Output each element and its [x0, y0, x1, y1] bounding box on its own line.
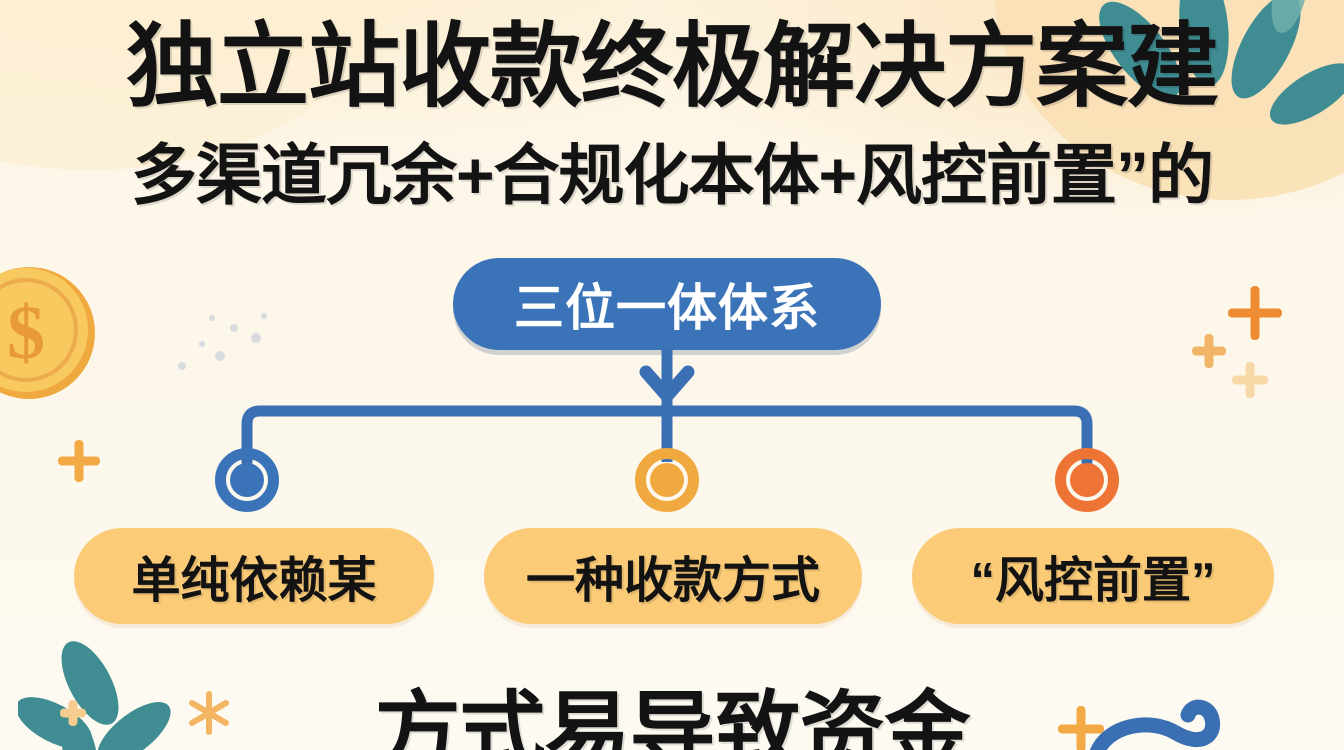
blue-accent-shape-icon: [1088, 681, 1248, 750]
page-title-line-2: 多渠道冗余+合规化本体+风控前置”的: [130, 138, 1214, 212]
node-dot-core: [650, 463, 684, 497]
speckle-dots-icon: [168, 300, 278, 395]
diagram-leaf-node-3[interactable]: “风控前置”: [912, 528, 1274, 624]
diagram-node-dot-1[interactable]: [215, 448, 279, 512]
node-dot-ring: [1055, 448, 1119, 512]
diagram-leaf-label-3: “风控前置”: [970, 553, 1216, 608]
diagram-leaf-node-1[interactable]: 单纯依赖某: [74, 528, 434, 624]
leaf-cluster-bottom-left-icon: [15, 605, 238, 750]
node-dot-core: [230, 463, 264, 497]
diagram-leaf-node-2[interactable]: 一种收款方式: [484, 528, 862, 624]
diagram-root-node[interactable]: 三位一体体系: [453, 258, 881, 350]
page-title-line-1: 独立站收款终极解决方案建: [125, 16, 1219, 118]
dollar-coin-icon: $: [0, 258, 104, 413]
sparkle-asterisk-icon: [182, 686, 236, 745]
diagram-root-label: 三位一体体系: [514, 280, 820, 336]
node-dot-ring: [635, 448, 699, 512]
node-dot-core: [1070, 463, 1104, 497]
leaf-cluster-top-right-icon: [1054, 0, 1344, 169]
diagram-node-dot-3[interactable]: [1055, 448, 1119, 512]
node-dot-ring: [215, 448, 279, 512]
svg-text:$: $: [7, 291, 45, 375]
diagram-leaf-label-1: 单纯依赖某: [131, 553, 377, 608]
bottom-caption: 方式易导致资金: [374, 684, 971, 750]
diagram-leaf-label-2: 一种收款方式: [525, 553, 820, 608]
diagram-node-dot-2[interactable]: [635, 448, 699, 512]
